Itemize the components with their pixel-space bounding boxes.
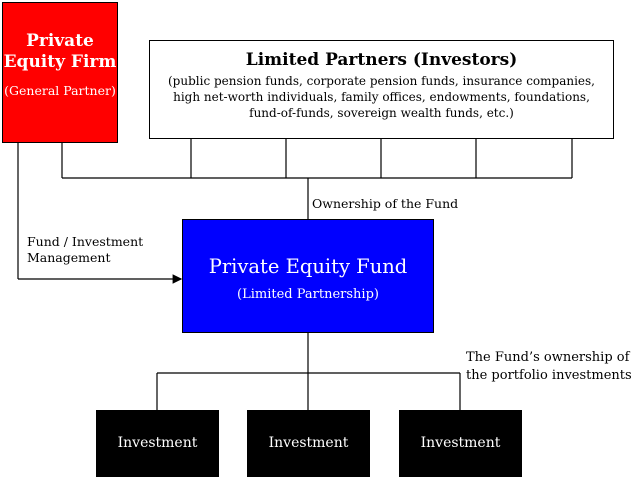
investment-box: Investment: [247, 410, 370, 477]
portfolio-label-line1: The Fund’s ownership of: [466, 350, 630, 365]
fund-title: Private Equity Fund: [208, 255, 408, 278]
investment-box: Investment: [399, 410, 522, 477]
general-partner-title: Private Equity Firm: [3, 31, 117, 73]
limited-partners-title: Limited Partners (Investors): [245, 50, 518, 70]
investment-box: Investment: [96, 410, 219, 477]
ownership-of-fund-label: Ownership of the Fund: [312, 196, 459, 211]
portfolio-ownership-label: The Fund’s ownership of the portfolio in…: [466, 349, 632, 385]
management-label-line1: Fund / Investment: [27, 234, 144, 249]
gp-title-line1: Private: [26, 31, 94, 51]
private-equity-fund-box: Private Equity Fund (Limited Partnership…: [182, 219, 434, 333]
management-label: Fund / Investment Management: [27, 234, 143, 266]
general-partner-box: Private Equity Firm (General Partner): [2, 2, 118, 143]
fund-subtitle: (Limited Partnership): [237, 287, 379, 302]
portfolio-label-line2: the portfolio investments: [466, 368, 632, 383]
limited-partners-box: Limited Partners (Investors) (public pen…: [149, 40, 614, 139]
general-partner-subtitle: (General Partner): [4, 83, 116, 98]
limited-partners-description: (public pension funds, corporate pension…: [168, 74, 595, 120]
management-label-line2: Management: [27, 250, 111, 265]
gp-title-line2: Equity Firm: [3, 52, 117, 72]
